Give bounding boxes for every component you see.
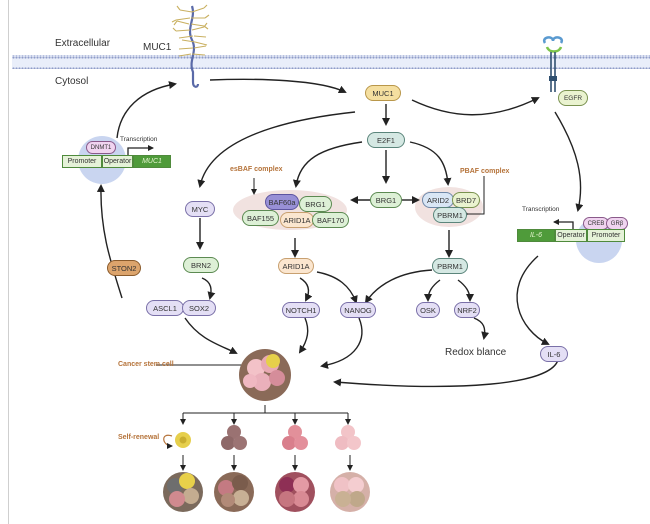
il6-transcription-arrow (553, 219, 574, 232)
esbaf-subunit-baf170[interactable]: BAF170 (312, 212, 349, 228)
muc1-gene-construct: Promoter Operator MUC1 (62, 155, 171, 168)
arrow-muc1-to-myc (197, 111, 356, 188)
arrow-egfr-to-il6-gene (554, 111, 584, 212)
node-osk[interactable]: OSK (416, 302, 440, 318)
extracellular-label: Extracellular (55, 38, 111, 49)
node-nrf2[interactable]: NRF2 (454, 302, 480, 318)
esbaf-subunit-brg1[interactable]: BRG1 (299, 196, 332, 212)
arrow-e2f1-to-esbaf (292, 141, 363, 188)
muc1-membrane-label: MUC1 (143, 42, 172, 53)
cytosol-label: Cytosol (55, 76, 89, 87)
arrow-e2f1-to-pbaf (409, 141, 452, 186)
arrow-il6-gene-to-il6 (516, 255, 550, 345)
arrow-nanog-to-csc (320, 317, 363, 369)
node-sox2[interactable]: SOX2 (182, 300, 216, 316)
tumor-cluster-1-icon (163, 472, 203, 512)
muc1-gene-operator: Operator (102, 155, 133, 168)
tumor-cluster-2-icon (214, 472, 254, 512)
tumor-cluster-3-icon (275, 472, 315, 512)
muc1-transcription-arrow (127, 145, 154, 158)
egfr-receptor-icon (542, 36, 564, 92)
pbaf-pointer (466, 176, 485, 215)
muc1-gene-coding: MUC1 (133, 155, 171, 168)
arrow-brn2-to-sox2 (201, 277, 216, 300)
muc1-transcription-label: Transcription (120, 136, 158, 143)
redox-balance-label: Redox blance (445, 347, 507, 358)
arrow-pbrm1-to-nanog (364, 269, 433, 304)
arrow-transcription-to-muc1 (116, 81, 177, 139)
il6-gene-operator: Operator (555, 229, 587, 242)
node-il6[interactable]: IL-6 (540, 346, 568, 362)
cancer-stem-cell-label: Cancer stem cell (118, 361, 174, 368)
node-e2f1[interactable]: E2F1 (367, 132, 405, 148)
il6-gene-coding: IL-6 (517, 229, 555, 242)
cancer-stem-cell-tumor-icon (239, 349, 291, 401)
muc1-gene-promoter: Promoter (62, 155, 102, 168)
node-egfr[interactable]: EGFR (558, 90, 588, 106)
arrow-arid1a-to-nanog (316, 271, 358, 304)
progenitor-cluster-brown-icon (221, 425, 247, 450)
node-myc[interactable]: MYC (185, 201, 215, 217)
self-renewal-label: Self-renewal (118, 434, 160, 441)
arrow-ston2-to-promoter (96, 184, 123, 299)
arrow-muc1-to-egfr (411, 97, 540, 116)
pbaf-subunit-arid2[interactable]: ARID2 (422, 192, 454, 208)
node-dnmt1[interactable]: DNMT1 (86, 141, 116, 154)
muc1-membrane-protein-icon (171, 4, 210, 88)
node-nanog[interactable]: NANOG (340, 302, 376, 318)
arrow-pbrm1-to-nrf2 (457, 279, 474, 302)
il6-gene-promoter: Promoter (587, 229, 625, 242)
arrow-nrf2-to-redox (473, 317, 490, 340)
arrows (96, 78, 584, 388)
arrow-notch1-to-csc (298, 317, 309, 354)
arrow-sox2-to-csc (184, 317, 238, 354)
node-ascl1[interactable]: ASCL1 (146, 300, 184, 316)
esbaf-complex-label: esBAF complex (230, 166, 283, 173)
self-renewing-stem-cell-icon (175, 432, 191, 448)
pbaf-complex-label: PBAF complex (460, 168, 510, 175)
pbaf-subunit-brd7[interactable]: BRD7 (452, 192, 480, 208)
node-arid1a[interactable]: ARID1A (278, 258, 314, 274)
tumor-cluster-4-icon (330, 472, 370, 512)
esbaf-subunit-baf155[interactable]: BAF155 (242, 210, 279, 226)
node-pbrm1[interactable]: PBRM1 (432, 258, 468, 274)
node-brn2[interactable]: BRN2 (183, 257, 219, 273)
figure-frame (8, 0, 650, 524)
node-muc1[interactable]: MUC1 (365, 85, 401, 101)
arrow-muc1-to-cytosolic-muc1 (209, 78, 347, 94)
cell-membrane (12, 55, 650, 69)
esbaf-subunit-baf60a[interactable]: BAF60a (265, 194, 299, 210)
arrow-il6-to-csc (333, 359, 559, 388)
node-notch1[interactable]: NOTCH1 (282, 302, 320, 318)
progenitor-cluster-pink-icon (335, 425, 361, 450)
arrow-arid1a-to-notch1 (299, 277, 313, 302)
arrow-pbrm1-to-osk (424, 279, 441, 302)
progenitor-cluster-red-icon (282, 425, 308, 450)
lineage-tree (180, 405, 353, 471)
esbaf-subunit-arid1a[interactable]: ARID1A (280, 212, 314, 228)
self-renewal-loop-icon (163, 434, 173, 449)
pbaf-subunit-pbrm1[interactable]: PBRM1 (433, 207, 467, 223)
node-ston2[interactable]: STON2 (107, 260, 141, 276)
il6-gene-construct: IL-6 Operator Promoter (517, 229, 625, 242)
node-brg1[interactable]: BRG1 (370, 192, 402, 208)
il6-transcription-label: Transcription (522, 206, 560, 213)
